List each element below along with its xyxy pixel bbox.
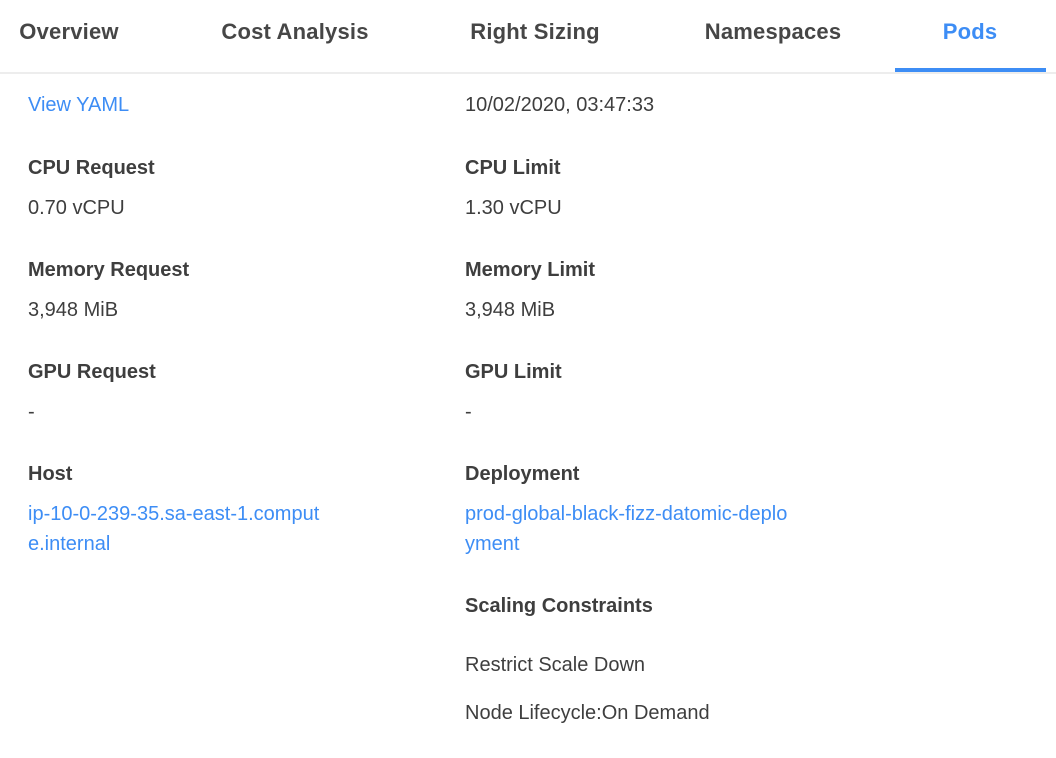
tab-pods[interactable]: Pods — [942, 19, 998, 44]
scaling-constraint-restrict-scale-down: Restrict Scale Down — [465, 654, 646, 676]
field-value-gpu-limit: - — [465, 401, 472, 423]
view-yaml-link[interactable]: View YAML — [28, 94, 130, 116]
timestamp: 10/02/2020, 03:47:33 — [465, 94, 655, 116]
field-gpu-request: GPU Request - — [28, 357, 465, 427]
field-label-cpu-limit: CPU Limit — [465, 157, 561, 179]
tab-cost-analysis[interactable]: Cost Analysis — [221, 19, 369, 44]
field-value-memory-request: 3,948 MiB — [28, 299, 119, 321]
scaling-constraints-title: Scaling Constraints — [465, 595, 653, 617]
scaling-constraints-section: Scaling Constraints Restrict Scale Down … — [465, 591, 1056, 728]
host-deployment-row: Host ip-10-0-239-35.sa-east-1.compute.in… — [28, 459, 1056, 746]
tab-overview[interactable]: Overview — [19, 19, 119, 44]
cpu-row: CPU Request 0.70 vCPU CPU Limit 1.30 vCP… — [28, 153, 1056, 255]
field-label-deployment: Deployment — [465, 463, 580, 485]
gpu-row: GPU Request - GPU Limit - — [28, 357, 1056, 459]
field-value-gpu-request: - — [28, 401, 35, 423]
field-label-gpu-request: GPU Request — [28, 361, 156, 383]
field-host: Host ip-10-0-239-35.sa-east-1.compute.in… — [28, 459, 465, 559]
tab-right-sizing[interactable]: Right Sizing — [470, 19, 600, 44]
host-link[interactable]: ip-10-0-239-35.sa-east-1.compute.interna… — [28, 503, 320, 555]
field-cpu-request: CPU Request 0.70 vCPU — [28, 153, 465, 223]
pod-details-panel: View YAML 10/02/2020, 03:47:33 CPU Reque… — [0, 74, 1056, 746]
memory-row: Memory Request 3,948 MiB Memory Limit 3,… — [28, 255, 1056, 357]
field-memory-request: Memory Request 3,948 MiB — [28, 255, 465, 325]
deployment-and-scaling: Deployment prod-global-black-fizz-datomi… — [465, 459, 1056, 746]
active-tab-indicator — [895, 68, 1046, 72]
field-cpu-limit: CPU Limit 1.30 vCPU — [465, 153, 1056, 223]
field-label-memory-request: Memory Request — [28, 259, 190, 281]
meta-row: View YAML 10/02/2020, 03:47:33 — [28, 90, 1056, 120]
field-deployment: Deployment prod-global-black-fizz-datomi… — [465, 459, 1056, 559]
tab-namespaces[interactable]: Namespaces — [704, 19, 842, 44]
field-label-host: Host — [28, 463, 73, 485]
field-value-cpu-request: 0.70 vCPU — [28, 197, 125, 219]
field-gpu-limit: GPU Limit - — [465, 357, 1056, 427]
deployment-link[interactable]: prod-global-black-fizz-datomic-deploymen… — [465, 503, 788, 555]
field-value-cpu-limit: 1.30 vCPU — [465, 197, 562, 219]
scaling-constraint-node-lifecycle: Node Lifecycle:On Demand — [465, 702, 710, 724]
tab-bar: Overview Cost Analysis Right Sizing Name… — [0, 0, 1056, 74]
field-memory-limit: Memory Limit 3,948 MiB — [465, 255, 1056, 325]
field-label-gpu-limit: GPU Limit — [465, 361, 562, 383]
field-label-cpu-request: CPU Request — [28, 157, 155, 179]
field-value-memory-limit: 3,948 MiB — [465, 299, 556, 321]
field-label-memory-limit: Memory Limit — [465, 259, 596, 281]
